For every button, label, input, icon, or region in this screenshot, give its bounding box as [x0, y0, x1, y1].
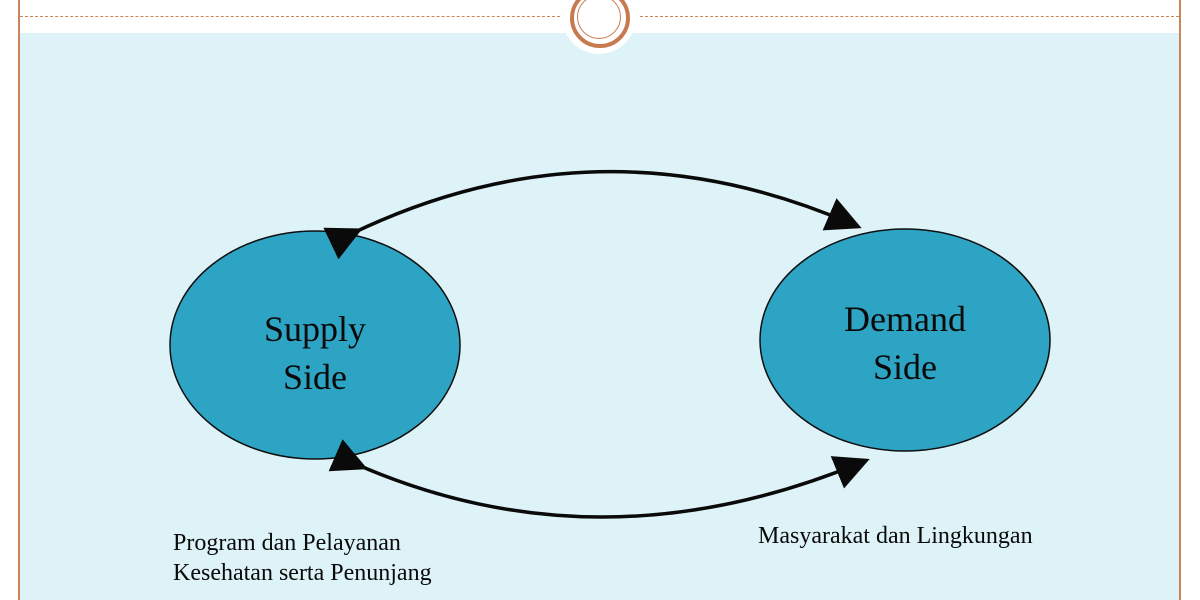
supply-caption-line2: Kesehatan serta Penunjang [173, 560, 432, 586]
demand-side-label: Demand Side [805, 295, 1005, 391]
ornament-inner-ring [577, 0, 621, 39]
header-divider-left [20, 16, 560, 17]
demand-side-label-line2: Side [872, 347, 937, 387]
demand-caption-line1: Masyarakat dan Lingkungan [758, 523, 1033, 549]
demand-caption: Masyarakat dan Lingkungan [758, 521, 1033, 551]
supply-side-label: Supply Side [215, 305, 415, 401]
demand-side-node [759, 228, 1051, 452]
demand-side-label-line1: Demand [844, 299, 966, 339]
supply-side-node [169, 230, 461, 460]
ornament-ring-icon [570, 0, 630, 48]
supply-side-label-line2: Side [282, 357, 347, 397]
arrow-top-bidirectional [323, 170, 862, 260]
supply-side-label-line1: Supply [263, 309, 367, 349]
supply-caption-line1: Program dan Pelayanan [173, 530, 401, 556]
arrow-bottom-bidirectional [328, 439, 870, 519]
supply-caption: Program dan Pelayanan Kesehatan serta Pe… [173, 528, 432, 588]
header-divider-right [640, 16, 1179, 17]
